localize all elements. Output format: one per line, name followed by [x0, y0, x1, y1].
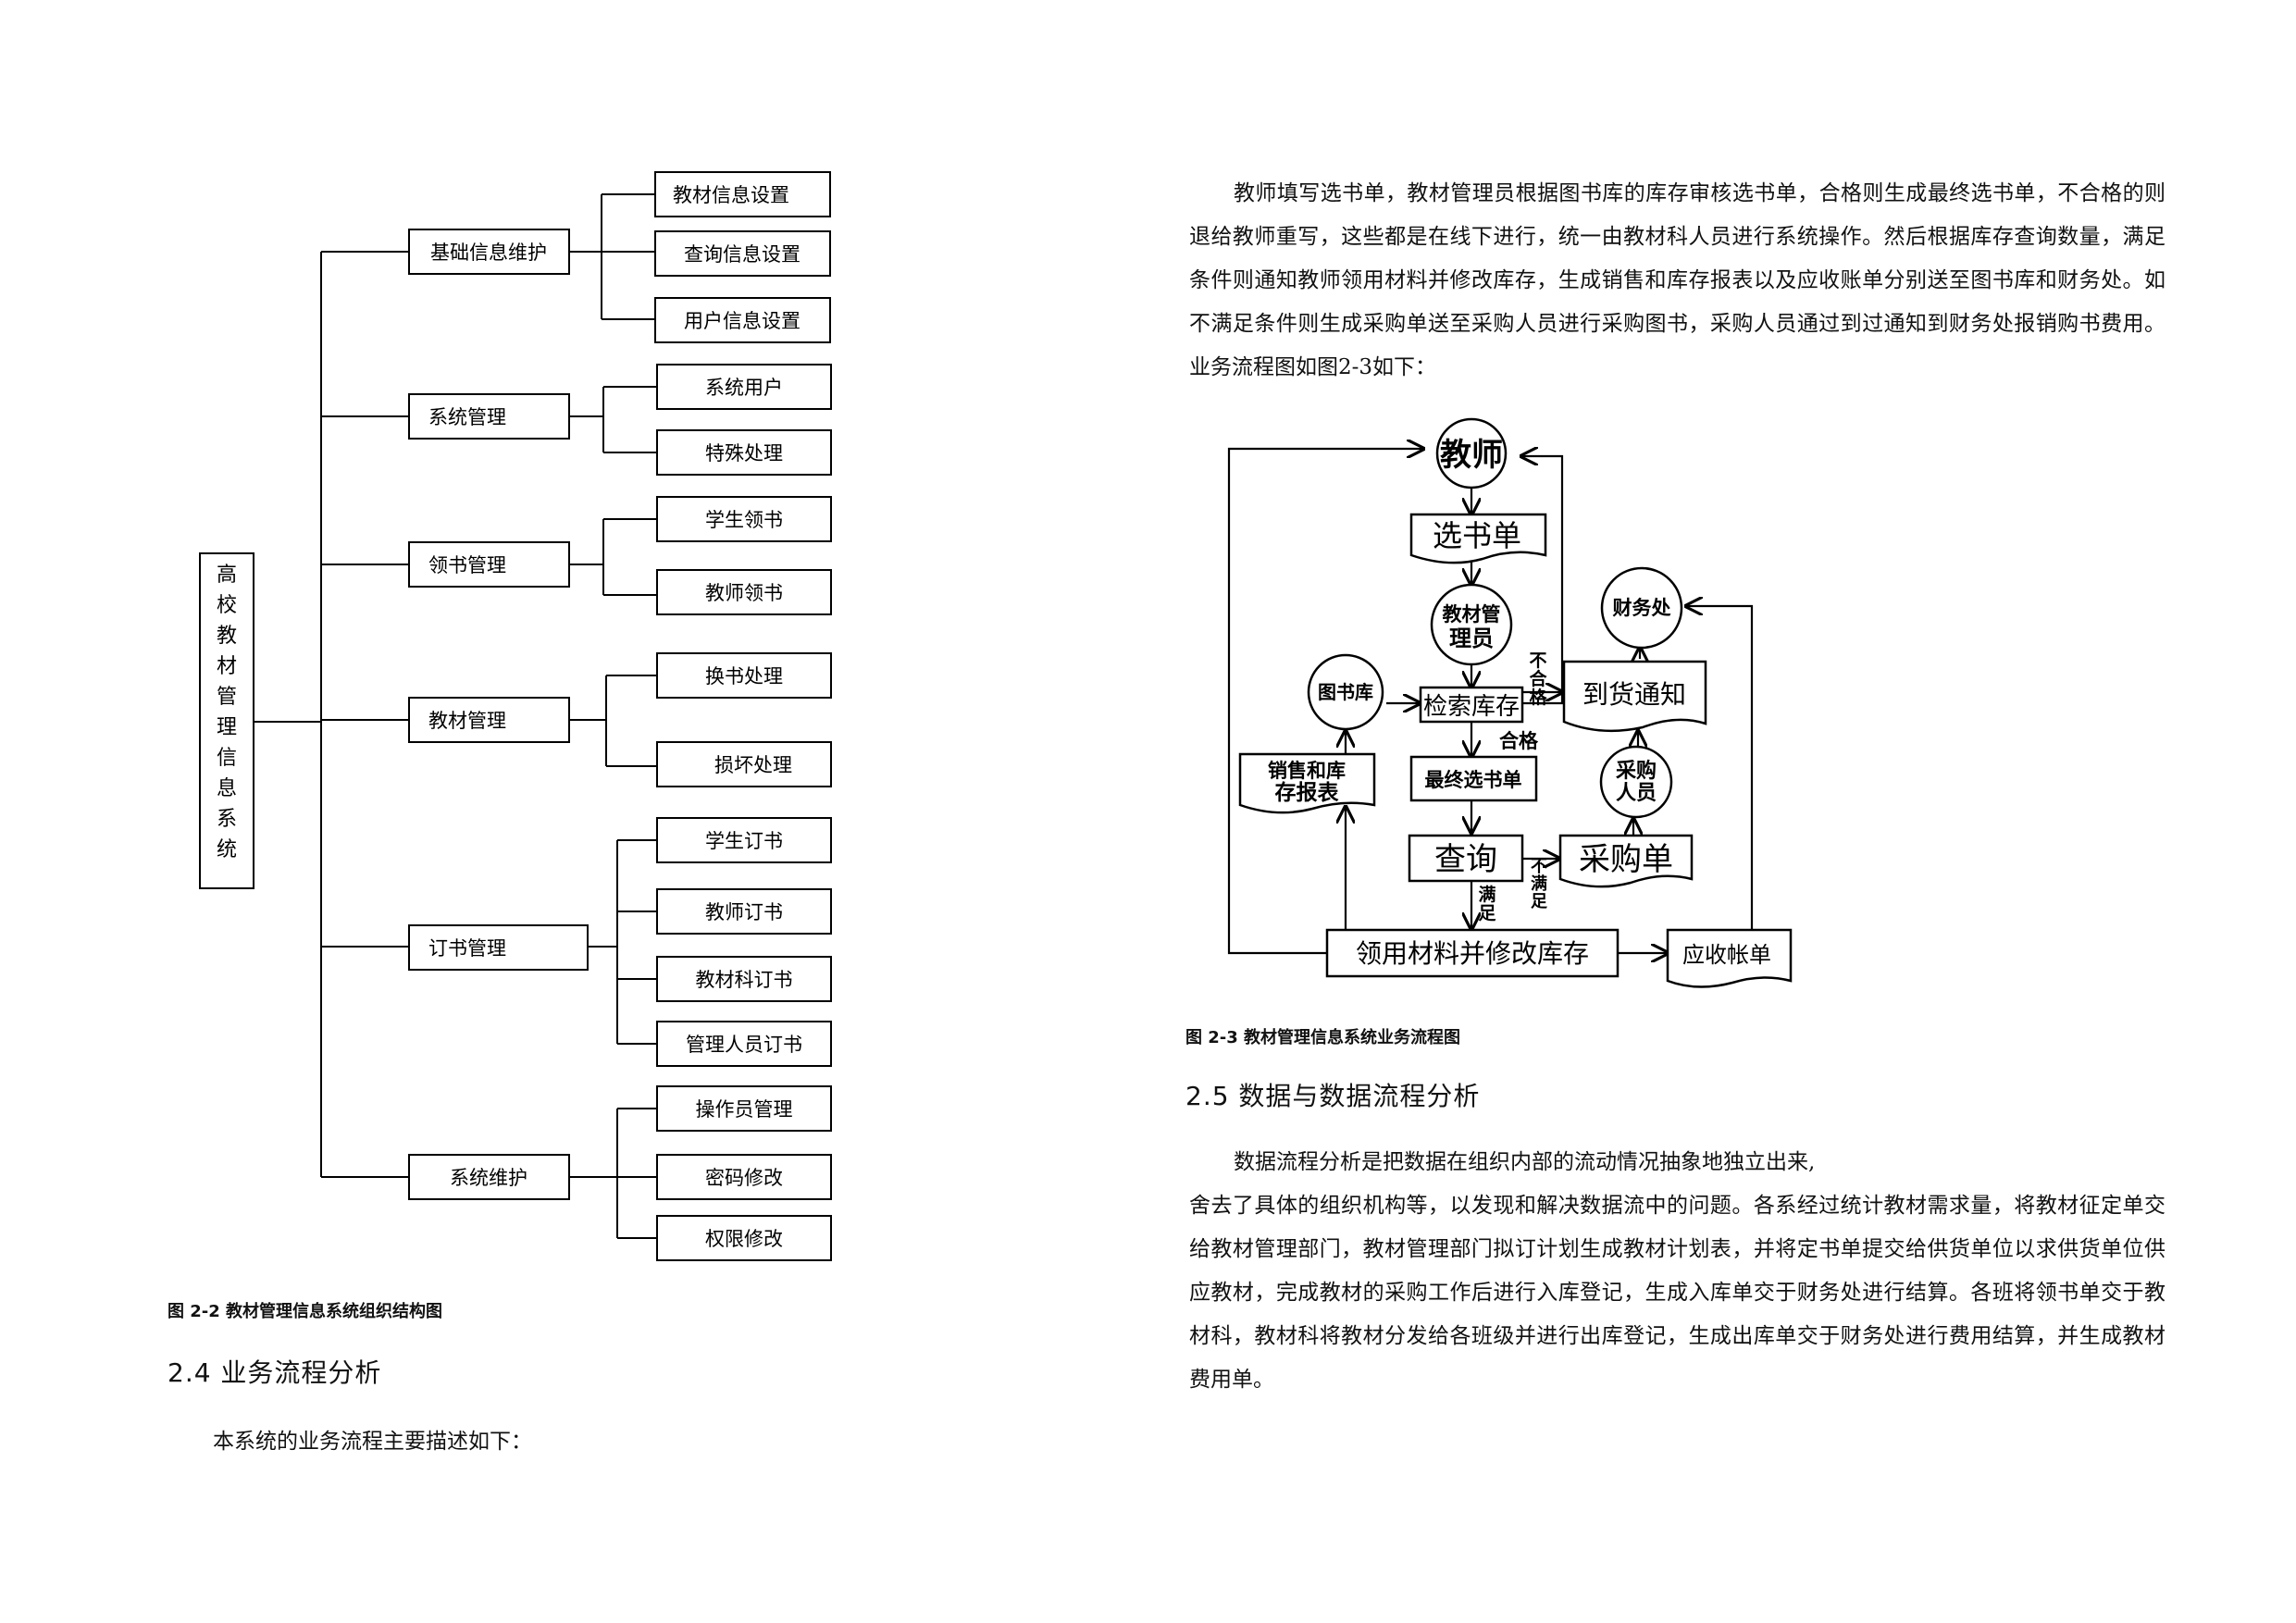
figure-2-3-caption: 图 2-3 教材管理信息系统业务流程图: [1185, 1028, 1461, 1047]
org-leaf-node: 教材信息设置: [654, 171, 831, 217]
svg-text:采购: 采购: [1616, 759, 1657, 783]
org-group-label: 领书管理: [428, 554, 506, 576]
svg-text:教师订书: 教师订书: [705, 901, 783, 923]
flow-node-final-form: 最终选书单: [1409, 755, 1538, 802]
flow-node-library: 图书库: [1307, 653, 1384, 731]
svg-text:最终选书单: 最终选书单: [1425, 769, 1522, 791]
flow-node-receivable: 应收帐单: [1666, 928, 1793, 988]
svg-text:理员: 理员: [1449, 626, 1494, 651]
edge-label-not-satisfy: 不满足: [1531, 857, 1547, 911]
flow-node-teacher: 教师: [1435, 417, 1508, 489]
section-2-5-paragraph: 舍去了具体的组织机构等，以发现和解决数据流中的问题。各系经过统计教材需求量，将教…: [1189, 1194, 2166, 1392]
section-2-5-body: 数据流程分析是把数据在组织内部的流动情况抽象地独立出来, 舍去了具体的组织机构等…: [1189, 1141, 2166, 1402]
org-group-system-management: 系统管理: [408, 393, 570, 440]
flow-node-finance: 财务处: [1600, 566, 1683, 650]
org-leaf-node: 查询信息设置: [654, 230, 831, 277]
svg-text:教材信息设置: 教材信息设置: [673, 184, 789, 206]
svg-text:选书单: 选书单: [1433, 518, 1521, 553]
svg-text:检索库存: 检索库存: [1423, 693, 1520, 721]
edge-label-pass: 合格: [1499, 730, 1539, 752]
org-group-basic-info: 基础信息维护: [408, 229, 570, 275]
org-chart: 高校教材管理信息系统 基础信息维护 系统管理 领书管理 教材管理 订书管理 系统…: [199, 171, 832, 1261]
svg-text:用户信息设置: 用户信息设置: [684, 310, 800, 332]
org-leaf-node: 教材科订书: [656, 956, 832, 1002]
svg-text:操作员管理: 操作员管理: [696, 1098, 793, 1121]
flow-node-arrival-notice: 到货通知: [1562, 660, 1707, 733]
svg-text:教师: 教师: [1440, 437, 1503, 474]
svg-text:损坏处理: 损坏处理: [714, 754, 792, 776]
svg-text:教材管: 教材管: [1443, 603, 1501, 626]
svg-text:图书库: 图书库: [1318, 681, 1373, 703]
org-leaf-node: 学生订书: [656, 817, 832, 863]
org-leaf-node: 教师订书: [656, 888, 832, 935]
svg-text:换书处理: 换书处理: [705, 665, 783, 688]
section-2-5-heading: 2.5 数据与数据流程分析: [1185, 1081, 1481, 1111]
org-root-node: 高校教材管理信息系统: [199, 552, 254, 889]
svg-text:特殊处理: 特殊处理: [705, 442, 783, 465]
svg-text:财务处: 财务处: [1613, 597, 1671, 619]
svg-text:学生领书: 学生领书: [705, 509, 783, 531]
flow-intro-paragraph: 教师填写选书单，教材管理员根据图书库的库存审核选书单，合格则生成最终选书单，不合…: [1189, 181, 2166, 379]
svg-text:采购单: 采购单: [1579, 841, 1673, 878]
edge-label-fail: 不合格: [1529, 650, 1547, 708]
org-leaf-node: 教师领书: [656, 569, 832, 615]
org-group-label: 教材管理: [428, 710, 506, 732]
svg-text:到货通知: 到货通知: [1582, 679, 1686, 710]
svg-text:应收帐单: 应收帐单: [1682, 942, 1771, 968]
svg-text:存报表: 存报表: [1275, 780, 1340, 805]
svg-text:密码修改: 密码修改: [705, 1167, 783, 1189]
org-group-label: 基础信息维护: [430, 242, 547, 264]
svg-text:查询信息设置: 查询信息设置: [684, 243, 800, 266]
flow-node-purchase-form: 采购单: [1558, 834, 1694, 888]
org-leaf-node: 损坏处理: [656, 741, 832, 787]
org-group-book-receiving: 领书管理: [408, 541, 570, 588]
org-leaf-node: 用户信息设置: [654, 297, 831, 343]
flow-node-check-stock: 检索库存: [1419, 686, 1524, 724]
org-group-textbook-management: 教材管理: [408, 697, 570, 743]
svg-text:学生订书: 学生订书: [705, 830, 783, 852]
edge-label-satisfy: 满足: [1478, 884, 1496, 923]
svg-text:管理人员订书: 管理人员订书: [686, 1034, 802, 1056]
svg-text:教材科订书: 教材科订书: [696, 969, 793, 991]
flow-node-textbook-admin: 教材管 理员: [1430, 583, 1513, 666]
flow-node-buyer: 采购 人员: [1599, 745, 1673, 819]
org-group-label: 系统管理: [428, 406, 506, 428]
org-leaf-node: 学生领书: [656, 496, 832, 542]
svg-text:高校教材管理信息系统: 高校教材管理信息系统: [217, 564, 237, 861]
business-flowchart: 教师 选书单 教材管 理员 图书库 检索库存 最终选书单 销售和库 存报表 查询: [1227, 417, 1793, 988]
org-leaf-node: 系统用户: [656, 364, 832, 410]
svg-text:查询: 查询: [1434, 841, 1497, 878]
section-2-4-heading: 2.4 业务流程分析: [168, 1357, 382, 1388]
org-leaf-node: 管理人员订书: [656, 1021, 832, 1067]
section-2-4-paragraph: 本系统的业务流程主要描述如下：: [213, 1430, 532, 1454]
org-leaf-node: 权限修改: [656, 1215, 832, 1261]
org-group-book-ordering: 订书管理: [408, 924, 589, 971]
org-group-label: 订书管理: [428, 937, 506, 960]
figure-2-2-caption: 图 2-2 教材管理信息系统组织结构图: [168, 1302, 443, 1321]
section-2-5-first-line: 数据流程分析是把数据在组织内部的流动情况抽象地独立出来,: [1234, 1150, 1816, 1174]
org-leaf-node: 密码修改: [656, 1154, 832, 1200]
svg-text:系统用户: 系统用户: [705, 377, 783, 399]
flow-node-select-form: 选书单: [1409, 513, 1547, 564]
svg-text:领用材料并修改库存: 领用材料并修改库存: [1356, 938, 1589, 969]
flow-node-sales-report: 销售和库 存报表: [1238, 752, 1376, 814]
svg-text:人员: 人员: [1616, 782, 1657, 805]
flow-node-query: 查询: [1408, 834, 1524, 883]
org-leaf-node: 操作员管理: [656, 1085, 832, 1132]
org-group-system-maintenance: 系统维护: [408, 1154, 570, 1200]
flow-node-use-materials: 领用材料并修改库存: [1325, 928, 1620, 978]
org-leaf-node: 换书处理: [656, 652, 832, 699]
svg-text:销售和库: 销售和库: [1268, 760, 1346, 782]
org-group-label: 系统维护: [450, 1167, 527, 1189]
svg-text:教师领书: 教师领书: [705, 582, 783, 604]
org-leaf-node: 特殊处理: [656, 429, 832, 476]
svg-text:权限修改: 权限修改: [705, 1228, 783, 1250]
